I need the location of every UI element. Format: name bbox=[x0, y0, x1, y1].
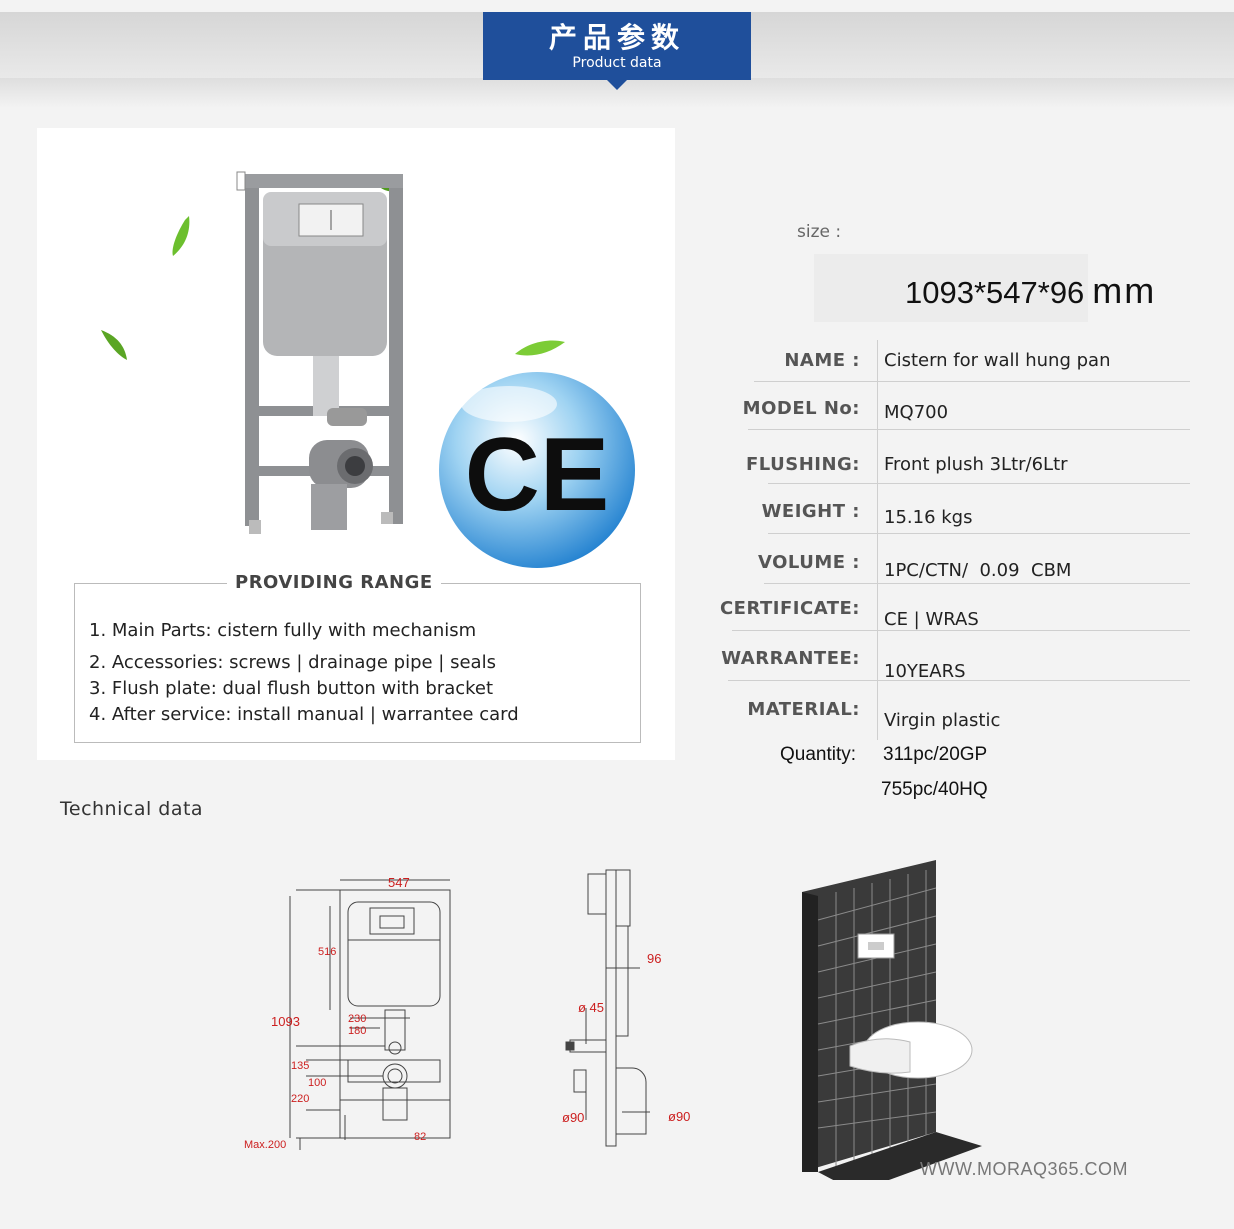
product-illustration: CE bbox=[101, 171, 635, 568]
dim-max: Max.200 bbox=[244, 1139, 286, 1151]
spec-value-weight: 15.16 kgs bbox=[884, 507, 973, 528]
side-view-drawing bbox=[565, 869, 650, 1147]
spec-divider-line bbox=[764, 583, 1190, 584]
spec-label-name: NAME : bbox=[784, 350, 860, 371]
spec-label-material: MATERIAL: bbox=[747, 699, 860, 720]
spec-divider-line bbox=[754, 381, 1190, 382]
ce-badge bbox=[439, 372, 635, 568]
spec-label-flushing: FLUSHING: bbox=[745, 454, 860, 475]
spec-label-volume: VOLUME : bbox=[757, 552, 860, 573]
spec-value-name: Cistern for wall hung pan bbox=[884, 350, 1111, 371]
technical-drawings: 547 1093 516 230 180 135 100 220 82 Max.… bbox=[244, 860, 982, 1180]
spec-value-model: MQ700 bbox=[884, 402, 949, 423]
leaf-icon bbox=[172, 216, 190, 256]
spec-value-certificate: CE | WRAS bbox=[884, 609, 979, 630]
range-item-2: 2. Accessories: screws | drainage pipe |… bbox=[89, 652, 496, 673]
dim-upper: 516 bbox=[318, 946, 336, 958]
spec-divider-line bbox=[768, 483, 1190, 484]
dim-135: 135 bbox=[291, 1060, 309, 1072]
quantity-value-20gp: 311pc/20GP bbox=[883, 744, 988, 765]
side-view-dimensions: 96 ø 45 ø90 ø90 bbox=[562, 951, 690, 1125]
spec-label-warrantee: WARRANTEE: bbox=[721, 648, 860, 669]
product-panel: CE PROVIDING RANGE 1. Main Parts: cister… bbox=[37, 128, 675, 760]
range-item-3: 3. Flush plate: dual flush button with b… bbox=[89, 678, 494, 699]
spec-divider-line bbox=[768, 533, 1190, 534]
size-label: size : bbox=[797, 222, 842, 242]
header-arrow bbox=[607, 80, 627, 90]
spec-value-volume: 1PC/CTN/ 0.09 CBM bbox=[884, 560, 1072, 581]
range-item-1: 1. Main Parts: cistern fully with mechan… bbox=[89, 620, 477, 641]
installation-illustration bbox=[802, 860, 982, 1180]
technical-data-title: Technical data bbox=[60, 798, 204, 820]
spec-divider-line bbox=[732, 630, 1190, 631]
section-title-en: Product data bbox=[572, 55, 662, 71]
spec-label-weight: WEIGHT : bbox=[761, 501, 860, 522]
dim-220: 220 bbox=[291, 1093, 309, 1105]
spec-label-certificate: CERTIFICATE: bbox=[719, 598, 860, 619]
front-view-drawing bbox=[289, 879, 451, 1150]
range-title: PROVIDING RANGE bbox=[227, 572, 441, 593]
ce-mark: CE bbox=[465, 417, 609, 533]
dim-90b: ø90 bbox=[668, 1109, 690, 1124]
quantity-label: Quantity: bbox=[780, 744, 857, 765]
quantity-value-40hq: 755pc/40HQ bbox=[881, 779, 988, 800]
spec-divider-line bbox=[748, 429, 1190, 430]
cistern-frame bbox=[236, 171, 403, 534]
dim-width: 547 bbox=[388, 875, 410, 890]
dim-45: ø 45 bbox=[578, 1000, 604, 1015]
dim-depth: 96 bbox=[647, 951, 661, 966]
leaf-icon bbox=[101, 330, 127, 360]
size-box bbox=[814, 254, 1088, 322]
range-list: 1. Main Parts: cistern fully with mechan… bbox=[89, 618, 519, 728]
range-item-4: 4. After service: install manual | warra… bbox=[89, 704, 519, 725]
size-value: 1093*547*96 bbox=[905, 275, 1085, 310]
spec-label-model: MODEL No: bbox=[742, 398, 860, 419]
spec-value-material: Virgin plastic bbox=[884, 710, 1001, 731]
spec-value-warrantee: 10YEARS bbox=[884, 661, 966, 682]
website-url: WWW.MORAQ365.COM bbox=[920, 1159, 1129, 1179]
spec-value-flushing: Front plush 3Ltr/6Ltr bbox=[884, 454, 1068, 475]
dim-82: 82 bbox=[414, 1131, 426, 1143]
spec-divider bbox=[877, 340, 878, 740]
leaf-icon bbox=[515, 340, 565, 356]
size-unit: mm bbox=[1092, 270, 1157, 311]
section-header: 产品参数 Product data bbox=[483, 12, 751, 80]
dim-100: 100 bbox=[308, 1077, 326, 1089]
dim-height: 1093 bbox=[271, 1014, 300, 1029]
section-title-cn: 产品参数 bbox=[548, 21, 685, 54]
dim-180: 180 bbox=[348, 1025, 366, 1037]
front-view-dimensions: 547 1093 516 230 180 135 100 220 82 Max.… bbox=[244, 875, 426, 1151]
dim-230: 230 bbox=[348, 1013, 366, 1025]
spec-divider-line bbox=[728, 680, 1190, 681]
dim-90a: ø90 bbox=[562, 1110, 584, 1125]
